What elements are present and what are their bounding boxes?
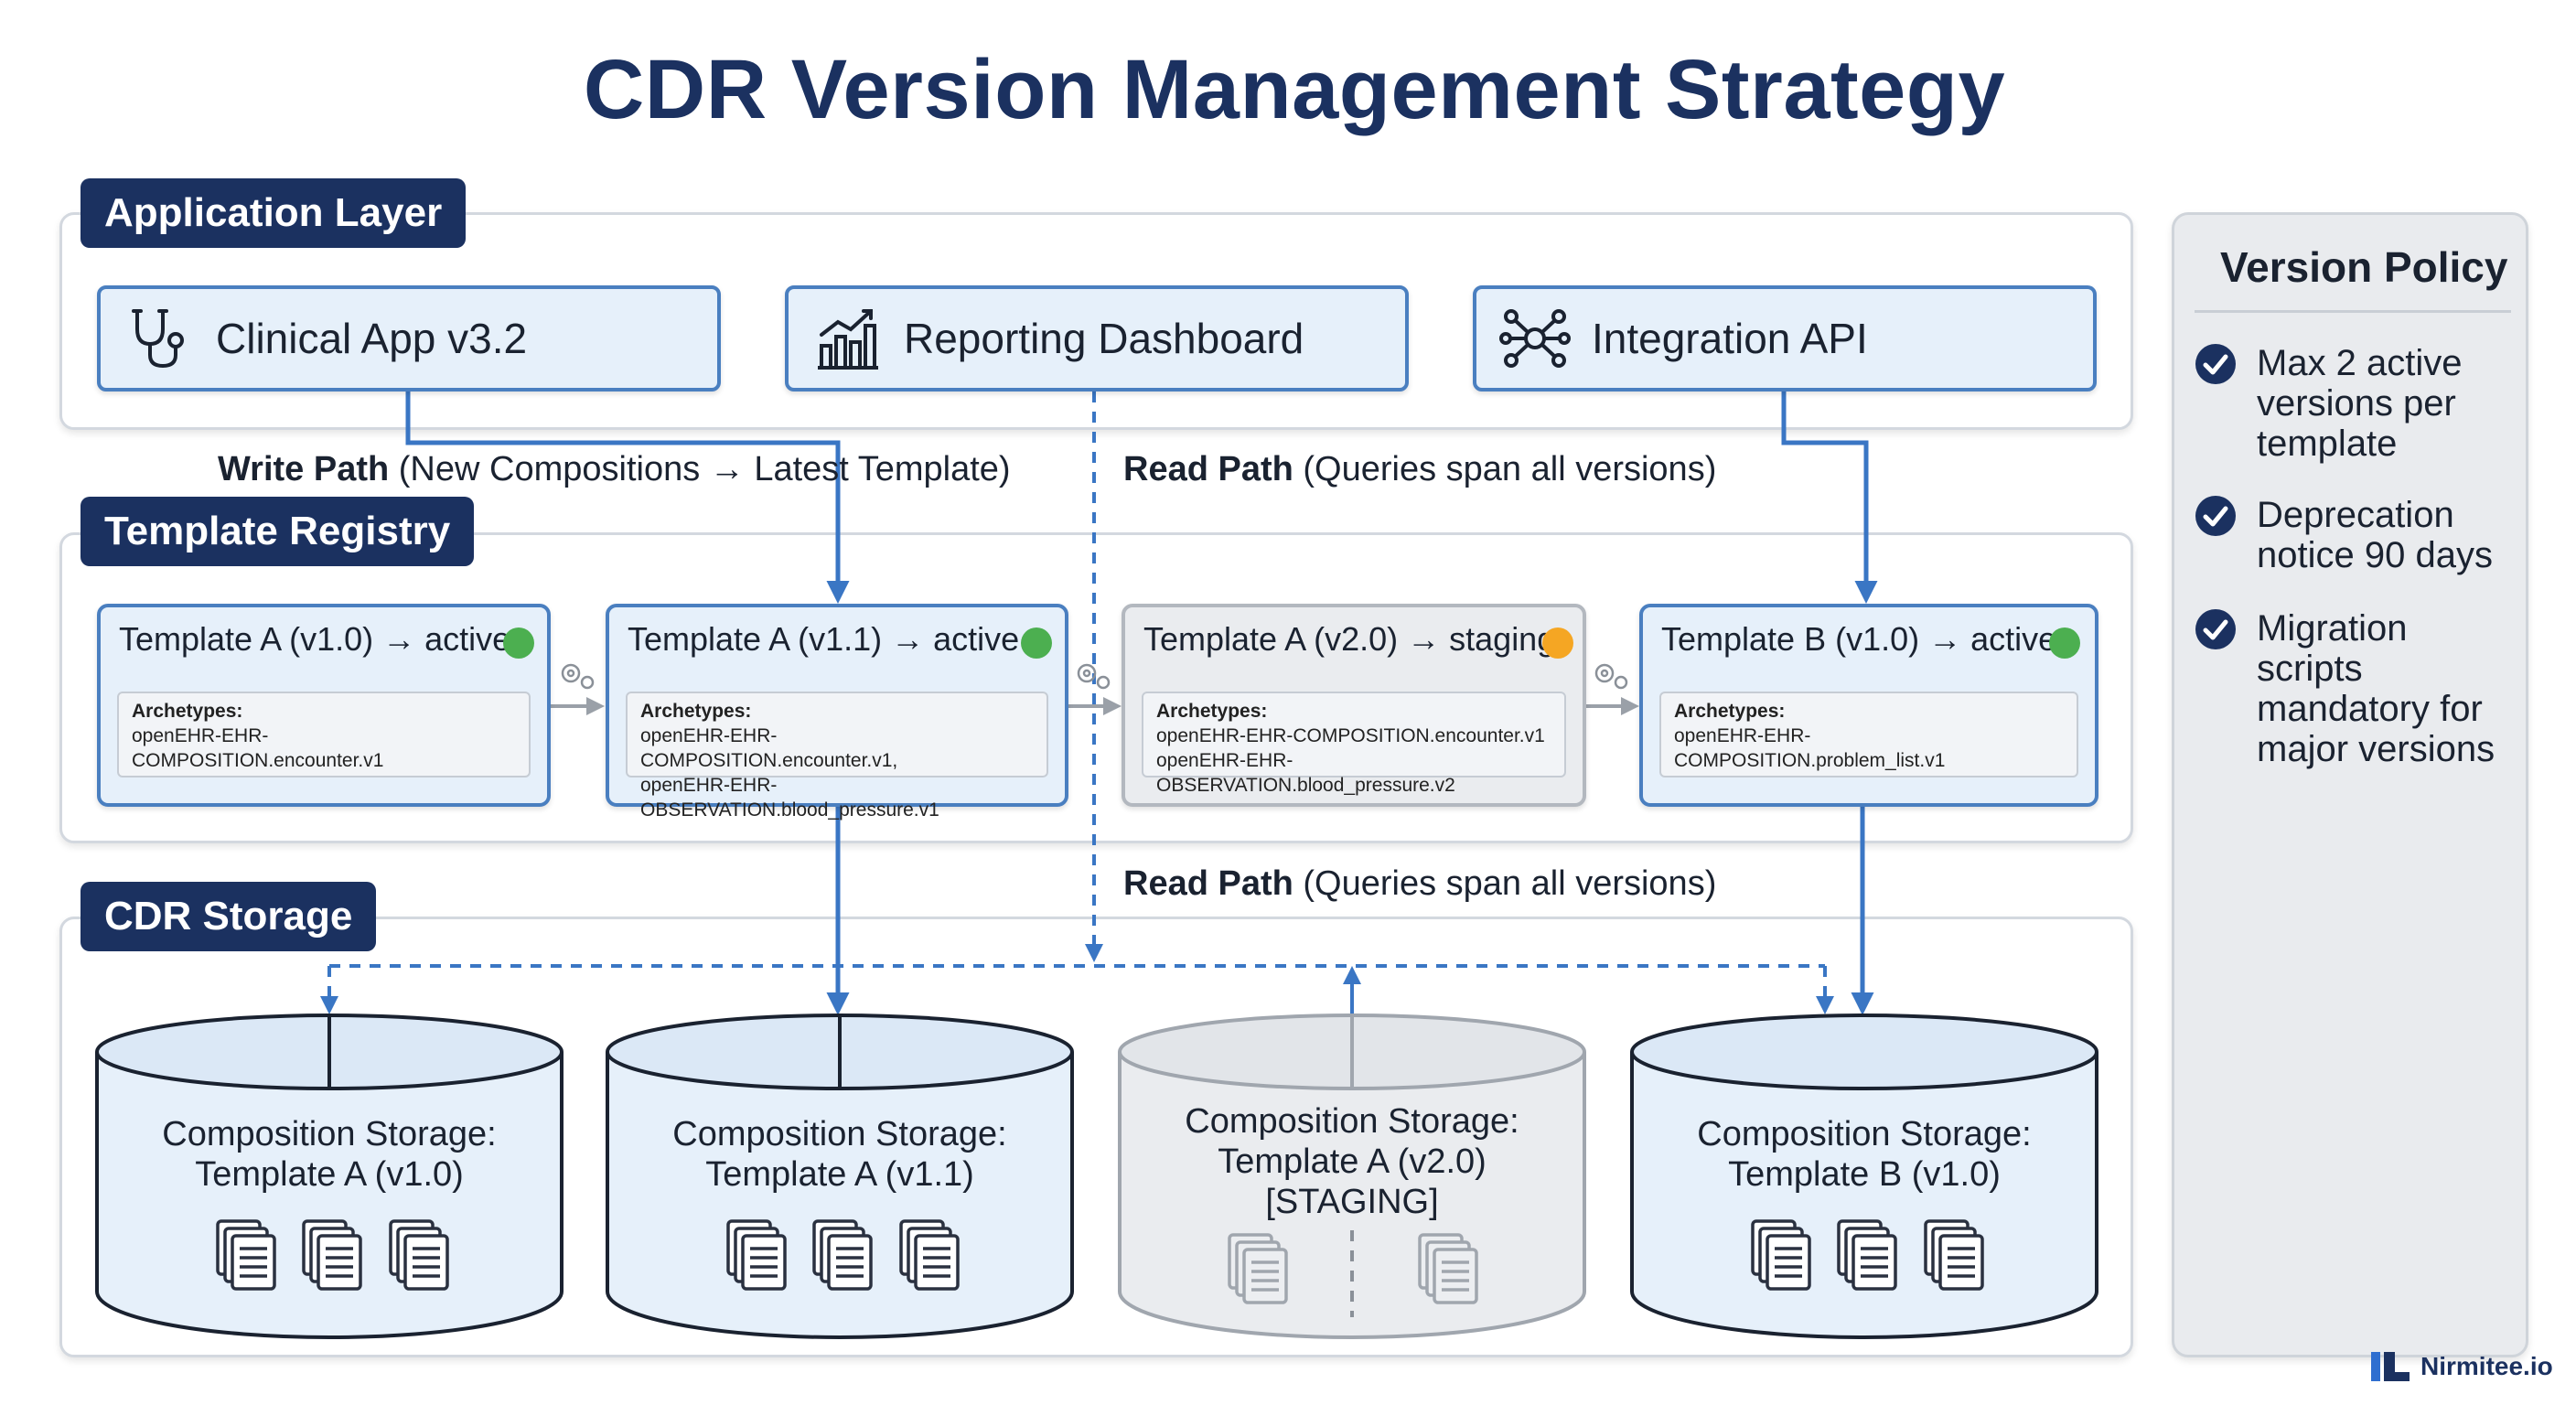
- clinical-app-box[interactable]: Clinical App v3.2: [97, 285, 721, 391]
- storage-label-a-v1-0: Composition Storage: Template A (v1.0): [119, 1114, 540, 1195]
- storage-label-a-v2-0: Composition Storage: Template A (v2.0) […: [1142, 1101, 1562, 1222]
- gear-icon: [1594, 663, 1628, 690]
- archetypes-list: Archetypes: openEHR-EHR-COMPOSITION.enco…: [626, 692, 1048, 820]
- nirmitee-logo-icon: [2371, 1352, 2410, 1381]
- policy-item-text: Max 2 active versions per template: [2257, 343, 2463, 464]
- storage-line1: Composition Storage:: [1185, 1102, 1519, 1141]
- read-path-desc: (Queries span all versions): [1303, 864, 1717, 903]
- status-dot-staging: [1542, 627, 1573, 659]
- archetypes-heading: Archetypes:: [1156, 701, 1268, 722]
- storage-cylinder-a-v2-0-staging: [1118, 1014, 1586, 1339]
- storage-label-a-v1-1: Composition Storage: Template A (v1.1): [629, 1114, 1050, 1195]
- write-path-label: Write Path (New Compositions → Latest Te…: [218, 450, 1011, 489]
- check-circle-icon: [2195, 609, 2236, 649]
- storage-line2: Template A (v2.0): [1218, 1142, 1487, 1181]
- reporting-dashboard-box[interactable]: Reporting Dashboard: [785, 285, 1409, 391]
- archetype-item: openEHR-EHR-OBSERVATION.blood_pressure.v…: [640, 775, 939, 820]
- version-policy-title: Version Policy: [2220, 243, 2508, 291]
- read-path-title: Read Path: [1123, 450, 1293, 488]
- template-title: Template B (v1.0) → active: [1661, 620, 2057, 658]
- policy-item-text: Migration scripts mandatory for major ve…: [2257, 608, 2496, 769]
- template-a-v1-0-card[interactable]: Template A (v1.0) → active Archetypes: o…: [97, 604, 551, 807]
- archetypes-list: Archetypes: openEHR-EHR-COMPOSITION.enco…: [1142, 692, 1566, 796]
- archetypes-heading: Archetypes:: [132, 701, 243, 722]
- gear-icon: [561, 663, 595, 690]
- write-path-line: [405, 391, 850, 604]
- version-policy-panel: Version Policy Max 2 active versions per…: [2172, 212, 2528, 1357]
- brand-name: Nirmitee.io: [2420, 1352, 2553, 1380]
- integration-api-box[interactable]: Integration API: [1473, 285, 2097, 391]
- policy-divider: [2195, 310, 2511, 313]
- archetypes-list: Archetypes: openEHR-EHR-COMPOSITION.enco…: [117, 692, 531, 778]
- write-path-desc: (New Compositions → Latest Template): [398, 450, 1011, 488]
- cdr-storage-tag: CDR Storage: [80, 882, 377, 951]
- archetype-item: openEHR-EHR-OBSERVATION.blood_pressure.v…: [1156, 750, 1455, 796]
- storage-line2: Template A (v1.1): [705, 1155, 974, 1194]
- template-a-v2-0-card[interactable]: Template A (v2.0) → staging Archetypes: …: [1122, 604, 1586, 807]
- storage-label-b-v1-0: Composition Storage: Template B (v1.0): [1654, 1114, 2075, 1195]
- template-registry-tag: Template Registry: [80, 497, 475, 566]
- check-circle-icon: [2195, 496, 2236, 536]
- storage-line1: Composition Storage:: [672, 1115, 1007, 1153]
- policy-item: Deprecation notice 90 days: [2195, 495, 2506, 575]
- archetypes-list: Archetypes: openEHR-EHR-COMPOSITION.prob…: [1659, 692, 2078, 778]
- check-circle-icon: [2195, 344, 2236, 384]
- stethoscope-icon: [132, 309, 184, 369]
- status-dot-active: [1021, 627, 1052, 659]
- storage-line1: Composition Storage:: [1697, 1115, 2032, 1153]
- bar-chart-icon: [818, 309, 878, 370]
- template-title: Template A (v1.0) → active: [119, 620, 511, 658]
- archetype-item: openEHR-EHR-COMPOSITION.encounter.v1,: [640, 725, 898, 771]
- read-path-title: Read Path: [1123, 864, 1293, 903]
- page-title: CDR Version Management Strategy: [583, 43, 2006, 136]
- template-a-v1-1-card[interactable]: Template A (v1.1) → active Archetypes: o…: [606, 604, 1068, 820]
- application-layer-tag: Application Layer: [80, 178, 467, 248]
- clinical-app-label: Clinical App v3.2: [216, 315, 528, 362]
- storage-cylinder-a-v1-0: [95, 1014, 564, 1339]
- write-path-title: Write Path: [218, 450, 390, 488]
- archetype-item: openEHR-EHR-COMPOSITION.problem_list.v1: [1674, 725, 1946, 771]
- integration-to-template-b-line: [1781, 391, 1878, 604]
- status-dot-active: [2049, 627, 2080, 659]
- reporting-dashboard-label: Reporting Dashboard: [904, 315, 1304, 362]
- archetype-item: openEHR-EHR-COMPOSITION.encounter.v1: [1156, 725, 1545, 746]
- storage-line2: Template A (v1.0): [195, 1155, 464, 1194]
- storage-line3: [STAGING]: [1265, 1183, 1439, 1221]
- archetype-item: openEHR-EHR-COMPOSITION.encounter.v1: [132, 725, 384, 771]
- network-hub-icon: [1499, 309, 1571, 368]
- read-path-label-top: Read Path (Queries span all versions): [1123, 450, 1716, 489]
- archetypes-heading: Archetypes:: [1674, 701, 1786, 722]
- archetypes-heading: Archetypes:: [640, 701, 752, 722]
- read-path-label-bottom: Read Path (Queries span all versions): [1123, 864, 1716, 904]
- storage-cylinder-b-v1-0: [1630, 1014, 2098, 1339]
- brand-logo: Nirmitee.io: [2369, 1348, 2553, 1385]
- template-title: Template A (v2.0) → staging: [1143, 620, 1556, 658]
- read-path-desc: (Queries span all versions): [1303, 450, 1717, 488]
- policy-item-text: Deprecation notice 90 days: [2257, 495, 2493, 575]
- integration-api-label: Integration API: [1592, 315, 1868, 362]
- template-title: Template A (v1.1) → active: [628, 620, 1020, 658]
- status-dot-active: [503, 627, 534, 659]
- storage-line2: Template B (v1.0): [1728, 1155, 2001, 1194]
- template-b-v1-0-card[interactable]: Template B (v1.0) → active Archetypes: o…: [1639, 604, 2098, 807]
- policy-item: Max 2 active versions per template: [2195, 343, 2506, 464]
- storage-line1: Composition Storage:: [162, 1115, 497, 1153]
- gear-icon: [1077, 663, 1111, 690]
- policy-item: Migration scripts mandatory for major ve…: [2195, 608, 2506, 769]
- storage-cylinder-a-v1-1: [606, 1014, 1074, 1339]
